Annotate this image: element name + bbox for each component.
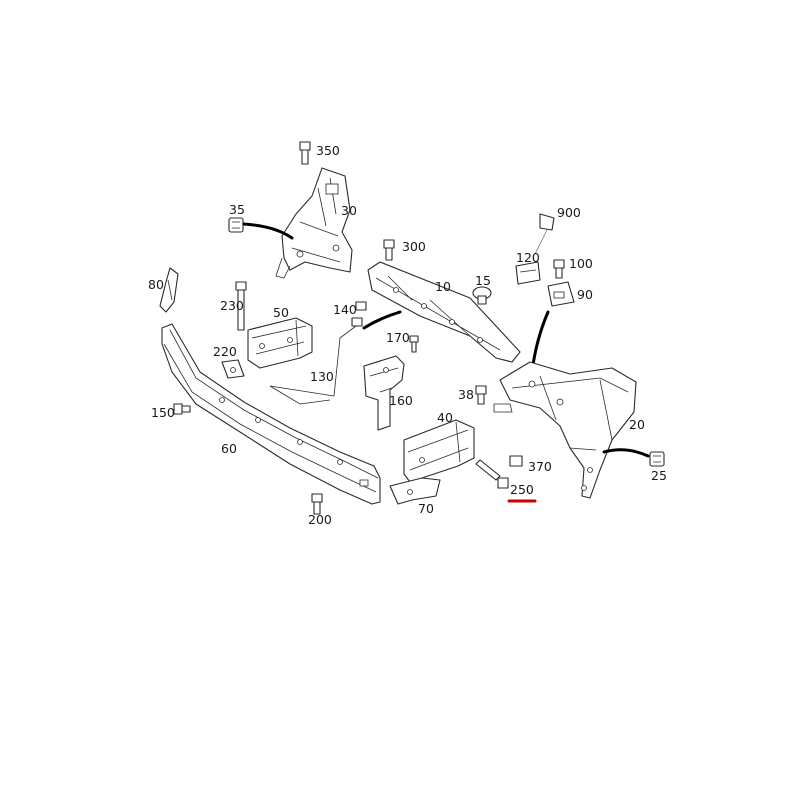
fastener-140[interactable] <box>351 301 367 327</box>
latch-120[interactable] <box>515 261 541 285</box>
part-50-bracket[interactable] <box>247 317 313 369</box>
callout-100[interactable]: 100 <box>569 256 593 271</box>
callout-250[interactable]: 250 <box>510 482 534 497</box>
callout-220[interactable]: 220 <box>213 344 237 359</box>
clip-25[interactable] <box>649 451 665 467</box>
bolt-200[interactable] <box>311 493 323 515</box>
plate-220[interactable] <box>221 359 245 379</box>
callout-38[interactable]: 38 <box>458 387 474 402</box>
part-80-bracket[interactable] <box>159 267 179 313</box>
bolt-38[interactable] <box>475 385 487 405</box>
part-70-bracket[interactable] <box>389 477 441 505</box>
part-160-bracket[interactable] <box>363 355 405 431</box>
callout-60[interactable]: 60 <box>221 441 237 456</box>
callout-170[interactable]: 170 <box>386 330 410 345</box>
callout-35[interactable]: 35 <box>229 202 245 217</box>
part-60-bumper-beam[interactable] <box>161 323 381 505</box>
bolt-250[interactable] <box>475 459 509 489</box>
callout-230[interactable]: 230 <box>220 298 244 313</box>
nut-370[interactable] <box>509 455 523 467</box>
callout-25[interactable]: 25 <box>651 468 667 483</box>
bracket-90[interactable] <box>547 281 575 307</box>
cover-900[interactable] <box>539 213 555 231</box>
callout-150[interactable]: 150 <box>151 405 175 420</box>
callout-350[interactable]: 350 <box>316 143 340 158</box>
callout-900[interactable]: 900 <box>557 205 581 220</box>
callout-140[interactable]: 140 <box>333 302 357 317</box>
bolt-350[interactable] <box>299 141 311 165</box>
callout-15[interactable]: 15 <box>475 273 491 288</box>
callout-40[interactable]: 40 <box>437 410 453 425</box>
callout-160[interactable]: 160 <box>389 393 413 408</box>
bolt-150[interactable] <box>173 403 191 415</box>
arrow-35 <box>242 222 294 240</box>
clip-35[interactable] <box>228 217 244 233</box>
bolt-230[interactable] <box>235 281 247 331</box>
callout-370[interactable]: 370 <box>528 459 552 474</box>
part-40-bracket[interactable] <box>403 419 475 483</box>
bolt-100[interactable] <box>553 259 565 279</box>
callout-10[interactable]: 10 <box>435 279 451 294</box>
part-10-crossmember[interactable] <box>367 261 521 363</box>
callout-80[interactable]: 80 <box>148 277 164 292</box>
arrow-25 <box>602 448 650 458</box>
arrow-140 <box>362 310 402 330</box>
callout-30[interactable]: 30 <box>341 203 357 218</box>
callout-20[interactable]: 20 <box>629 417 645 432</box>
callout-120[interactable]: 120 <box>516 250 540 265</box>
callout-50[interactable]: 50 <box>273 305 289 320</box>
callout-90[interactable]: 90 <box>577 287 593 302</box>
cable-130[interactable] <box>269 325 357 405</box>
bolt-300[interactable] <box>383 239 395 261</box>
callout-130[interactable]: 130 <box>310 369 334 384</box>
grommet-15[interactable] <box>472 286 492 305</box>
part-30-bracket[interactable] <box>275 167 353 279</box>
leader-900 <box>534 229 548 255</box>
screw-170[interactable] <box>409 335 419 353</box>
part-20-lock-support[interactable] <box>493 361 637 499</box>
callout-70[interactable]: 70 <box>418 501 434 516</box>
callout-200[interactable]: 200 <box>308 512 332 527</box>
callout-300[interactable]: 300 <box>402 239 426 254</box>
